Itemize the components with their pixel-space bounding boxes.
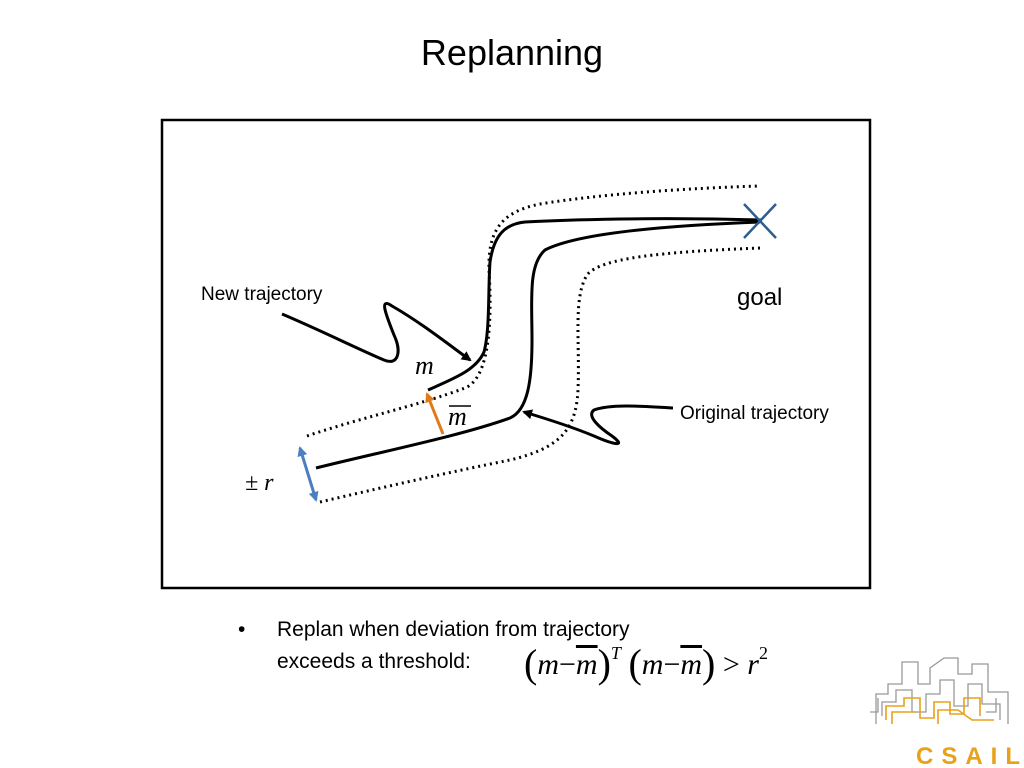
formula-m-bar: m (575, 648, 598, 681)
formula-minus-2: − (663, 648, 681, 681)
formula-r: r (747, 648, 759, 681)
m-bar-label: m (448, 402, 467, 431)
formula-m-bar-2: m (680, 648, 703, 681)
lower-boundary-dotted (319, 246, 761, 504)
bullet-text-line1: Replan when deviation from trajectory (277, 618, 630, 641)
deviation-arrow (425, 392, 445, 435)
plus-minus-r-label: ± r (245, 470, 274, 496)
bullet-text-line2: exceeds a threshold: (277, 650, 471, 673)
original-trajectory-line (315, 220, 761, 470)
formula-transpose: T (610, 643, 621, 663)
original-trajectory-label: Original trajectory (680, 403, 829, 424)
new-trajectory-pointer-arrow (281, 302, 472, 363)
formula-minus: − (559, 648, 576, 681)
diagram-frame (160, 118, 872, 590)
formula-m-2: m (641, 648, 664, 681)
bullet-marker: • (238, 618, 246, 641)
formula-greater: > (722, 648, 740, 681)
radius-double-arrow (297, 446, 319, 502)
csail-logo-text: CSAIL (916, 743, 1024, 768)
threshold-formula: (m−m)T (m−m) > r2 (524, 641, 768, 686)
new-trajectory-label: New trajectory (201, 284, 323, 305)
formula-power: 2 (758, 643, 768, 663)
slide-title: Replanning (420, 32, 604, 73)
new-trajectory-line (427, 217, 763, 392)
upper-boundary-dotted (306, 184, 761, 438)
csail-logo: CSAIL (870, 657, 1024, 768)
goal-x-icon (743, 203, 777, 239)
m-label: m (415, 351, 434, 380)
original-trajectory-pointer-arrow (522, 404, 674, 445)
goal-label: goal (737, 284, 782, 311)
formula-m: m (537, 648, 559, 681)
